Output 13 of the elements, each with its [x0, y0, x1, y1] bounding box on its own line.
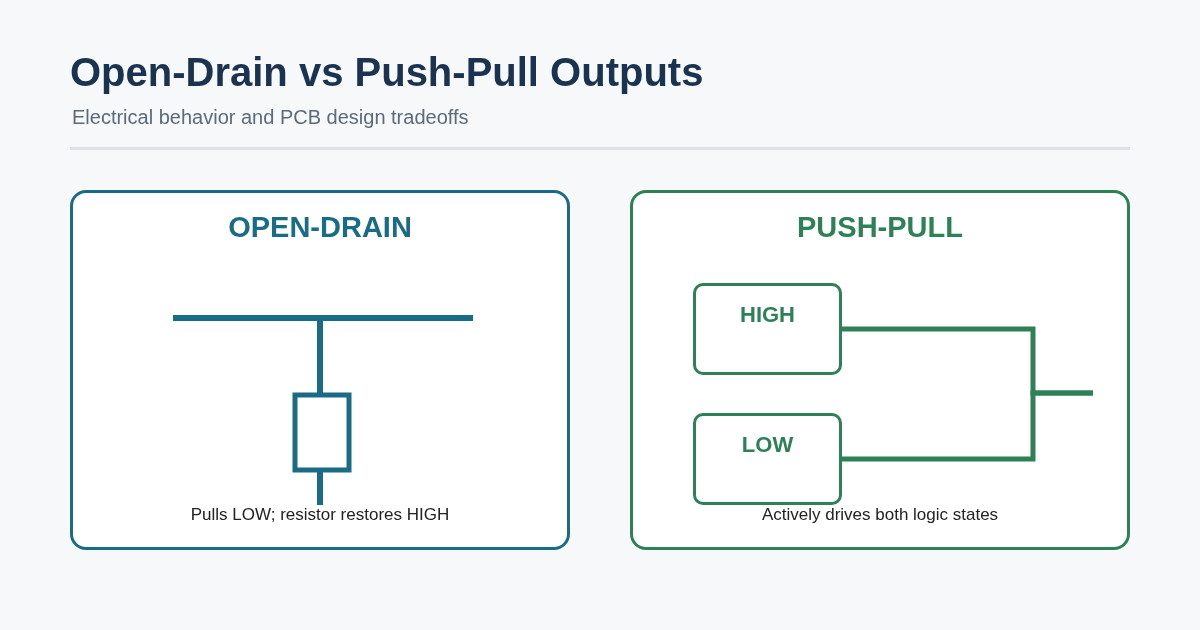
transistor-box — [693, 283, 842, 375]
title: Open-Drain vs Push-Pull Outputs — [70, 50, 704, 95]
box-label: LOW — [741, 432, 794, 458]
panel-description: Pulls LOW; resistor restores HIGH — [190, 505, 450, 525]
output-panel — [70, 190, 570, 550]
wire — [842, 390, 1093, 462]
panel-heading: OPEN-DRAIN — [228, 211, 412, 244]
panel-heading: PUSH-PULL — [797, 211, 963, 244]
output-panel — [630, 190, 1130, 550]
panel-description: Actively drives both logic states — [761, 505, 999, 525]
subtitle: Electrical behavior and PCB design tradeoffs — [72, 106, 469, 129]
transistor-box — [693, 413, 842, 505]
box-label: HIGH — [740, 302, 795, 328]
